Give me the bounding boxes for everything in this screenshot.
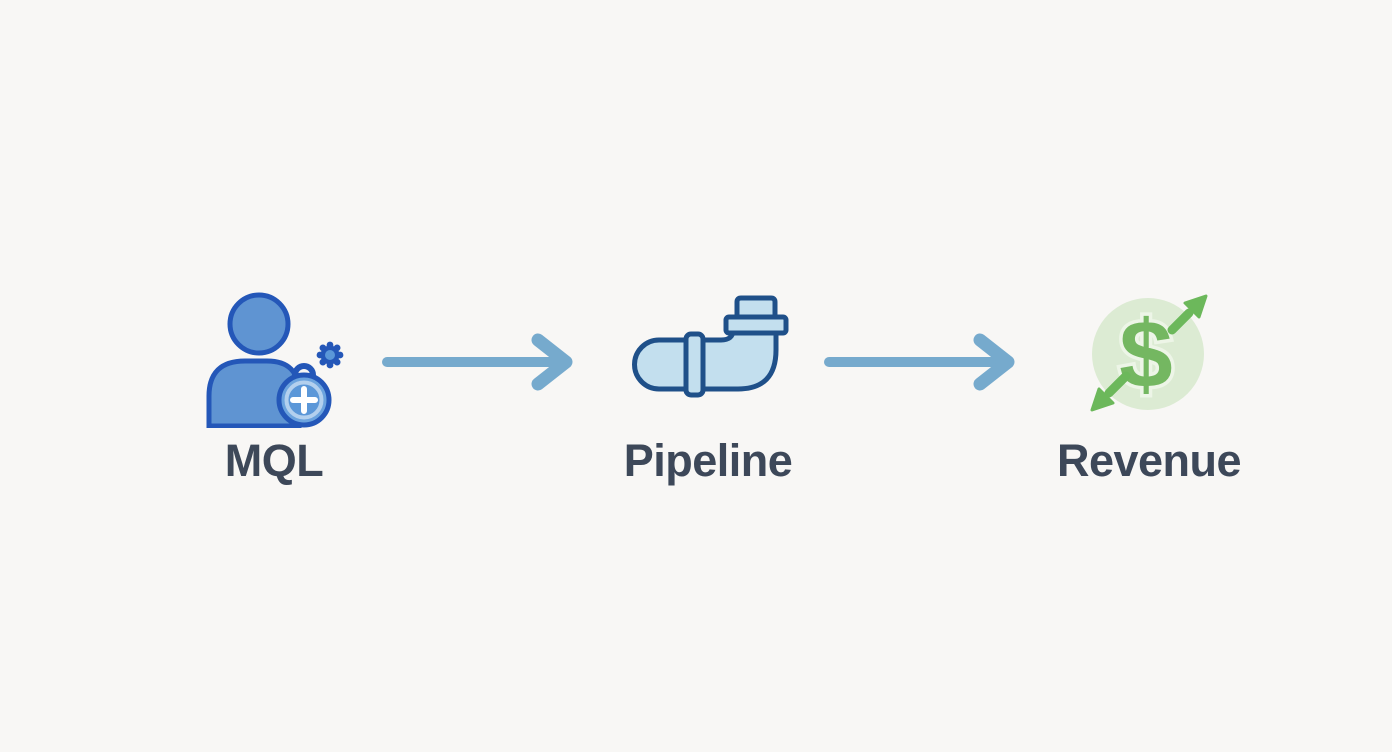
person-add-icon — [206, 292, 344, 428]
arrow-right-icon — [382, 333, 573, 391]
stage-label-pipeline: Pipeline — [623, 435, 793, 486]
dollar-cycle-icon: $ — [1090, 294, 1208, 412]
add-badge-icon — [276, 372, 332, 428]
arrow-right-icon — [824, 333, 1015, 391]
dollar-sign: $ — [1119, 301, 1172, 408]
stage-label-revenue: Revenue — [1056, 435, 1242, 486]
stage-label-mql: MQL — [224, 435, 324, 486]
pipe-icon — [632, 295, 789, 398]
arrow-down-left-icon — [1090, 371, 1131, 412]
arrow-up-right-icon — [1167, 294, 1208, 335]
gear-icon — [316, 341, 344, 369]
